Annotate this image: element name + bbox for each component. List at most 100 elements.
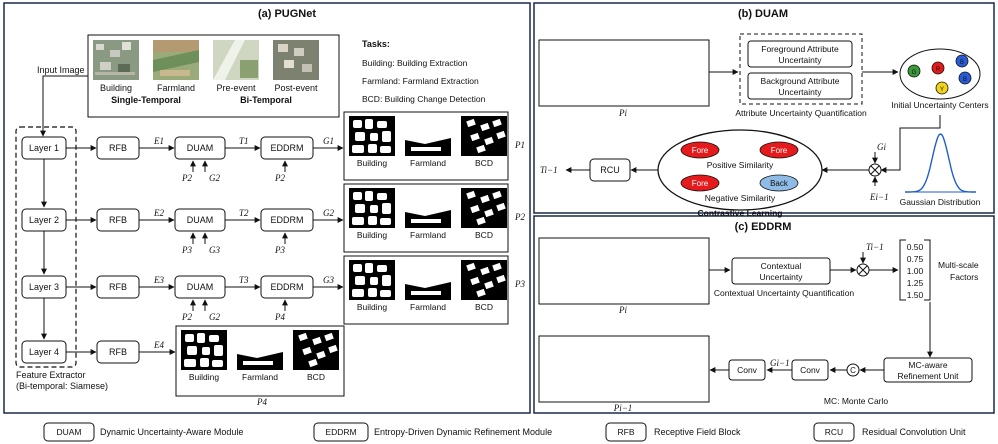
multiply-icon-b <box>870 165 880 175</box>
input-image-building <box>93 40 139 80</box>
task-farmland: Farmland: Farmland Extraction <box>362 76 479 86</box>
duam1-in-g: G2 <box>209 173 220 183</box>
tasks-title: Tasks: <box>362 39 390 49</box>
fg-uncertainty-line1: Foreground Attribute <box>761 44 839 54</box>
layer-1-label: Layer 1 <box>29 143 59 153</box>
bg-uncertainty-line2: Uncertainty <box>779 87 823 97</box>
duam-p-label: Pi <box>618 108 627 118</box>
panel-c-frame <box>533 215 995 414</box>
legend-eddrm-box <box>313 422 369 442</box>
center-blue-top: B <box>955 54 969 68</box>
eddrm2-in-p: P3 <box>274 245 285 255</box>
rfb-3-label: RFB <box>109 282 127 292</box>
svg-text:R: R <box>936 67 941 73</box>
image-label-farmland: Farmland <box>157 83 195 93</box>
input-image-label: Input Image <box>37 65 85 75</box>
fore-node-3 <box>680 174 720 192</box>
positive-similarity: Positive Similarity <box>707 160 774 170</box>
center-blue-bottom: B <box>958 71 972 85</box>
eddrm-t-label: Ti−1 <box>866 242 884 252</box>
e2-label: E2 <box>153 208 164 218</box>
g3-label: G3 <box>323 275 334 285</box>
eddrm-mask-box-2 <box>538 335 710 403</box>
rfb-2-label: RFB <box>109 215 127 225</box>
eddrm-mask-box-1 <box>538 237 710 305</box>
duam3-in-g: G2 <box>209 312 220 322</box>
panel-a-title: (a) PUGNet <box>258 8 316 20</box>
legend-rcu-box <box>813 422 855 442</box>
duam-g-label: Gi <box>877 142 886 152</box>
group-label-bi: Bi-Temporal <box>240 95 292 105</box>
negative-similarity: Negative Similarity <box>705 193 776 203</box>
cu-line2: Uncertainty <box>760 272 804 282</box>
mc-line2: Refinement Unit <box>898 371 960 381</box>
mask-label-a2-2: BCD <box>475 230 493 240</box>
mask-label-a1-1: Farmland <box>410 158 446 168</box>
eddrm-1-label: EDDRM <box>271 143 304 153</box>
mask-triplet-a1: Building Farmland BCD <box>349 116 507 168</box>
multiply-icon-c <box>858 265 868 275</box>
factor-2: 1.00 <box>907 266 924 276</box>
mask-label-a4-1: Farmland <box>242 372 278 382</box>
image-label-post-event: Post-event <box>274 83 318 93</box>
panel-b-title: (b) DUAM <box>738 8 788 20</box>
svg-text:B: B <box>960 60 964 66</box>
rfb-4-label: RFB <box>109 347 127 357</box>
rfb-1-label: RFB <box>109 143 127 153</box>
legend-duam-abbr: DUAM <box>56 427 81 437</box>
fore-label-1: Fore <box>692 146 709 155</box>
t1-label: T1 <box>239 136 249 146</box>
center-yellow: Y <box>935 81 949 95</box>
task-building: Building: Building Extraction <box>362 58 468 68</box>
svg-text:B: B <box>963 77 967 83</box>
p3-label: P3 <box>514 279 525 289</box>
feature-extractor-label: Feature Extractor <box>16 370 86 380</box>
duam-3-label: DUAM <box>187 282 214 292</box>
mc-note: MC: Monte Carlo <box>824 396 889 406</box>
mask-label-a1-0: Building <box>357 158 388 168</box>
eddrm3-in-p: P4 <box>274 312 285 322</box>
mask-label-a3-0: Building <box>357 302 388 312</box>
panel-c-title: (c) EDDRM <box>735 221 792 233</box>
fore-node-1 <box>680 141 720 159</box>
bg-uncertainty-box <box>747 72 853 100</box>
legend-rfb-box <box>605 422 647 442</box>
p2-label: P2 <box>514 212 525 222</box>
factors-label-2: Factors <box>950 272 978 282</box>
e1-label: E1 <box>153 136 164 146</box>
gaussian-label: Gaussian Distribution <box>900 197 981 207</box>
bg-uncertainty-line1: Background Attribute <box>761 76 840 86</box>
gaussian-curve <box>905 133 976 193</box>
auq-label: Attribute Uncertainty Quantification <box>735 108 867 118</box>
duam-1-label: DUAM <box>187 143 214 153</box>
cu-line1: Contextual <box>761 261 802 271</box>
g2-label: G2 <box>323 208 334 218</box>
mask-label-a1-2: BCD <box>475 158 493 168</box>
svg-text:Y: Y <box>940 87 944 93</box>
feature-extractor-sublabel: (Bi-temporal: Siamese) <box>16 381 108 391</box>
mask-label-a3-2: BCD <box>475 302 493 312</box>
back-node <box>759 174 799 192</box>
contextual-uncertainty-box <box>731 257 831 285</box>
legend-eddrm-text: Entropy-Driven Dynamic Refinement Module <box>374 427 552 437</box>
task-bcd: BCD: Building Change Detection <box>362 94 486 104</box>
e4-label: E4 <box>153 340 164 350</box>
conv-label-2: Conv <box>800 365 821 375</box>
duam3-in-p: P2 <box>181 312 192 322</box>
image-label-pre-event: Pre-event <box>216 83 256 93</box>
cuq-label: Contextual Uncertainty Quantification <box>714 288 855 298</box>
mc-line1: MC-aware <box>908 360 947 370</box>
arrow-centers-mult <box>880 115 941 173</box>
factor-3: 1.25 <box>907 278 924 288</box>
layer-4-label: Layer 4 <box>29 347 59 357</box>
auq-dashed-box <box>739 33 863 105</box>
input-image-pre-event <box>213 40 259 80</box>
duam2-in-g: G3 <box>209 245 220 255</box>
duam-2-label: DUAM <box>187 215 214 225</box>
mask-label-a4-0: Building <box>189 372 220 382</box>
t2-label: T2 <box>239 208 249 218</box>
legend-rcu-abbr: RCU <box>825 427 843 437</box>
